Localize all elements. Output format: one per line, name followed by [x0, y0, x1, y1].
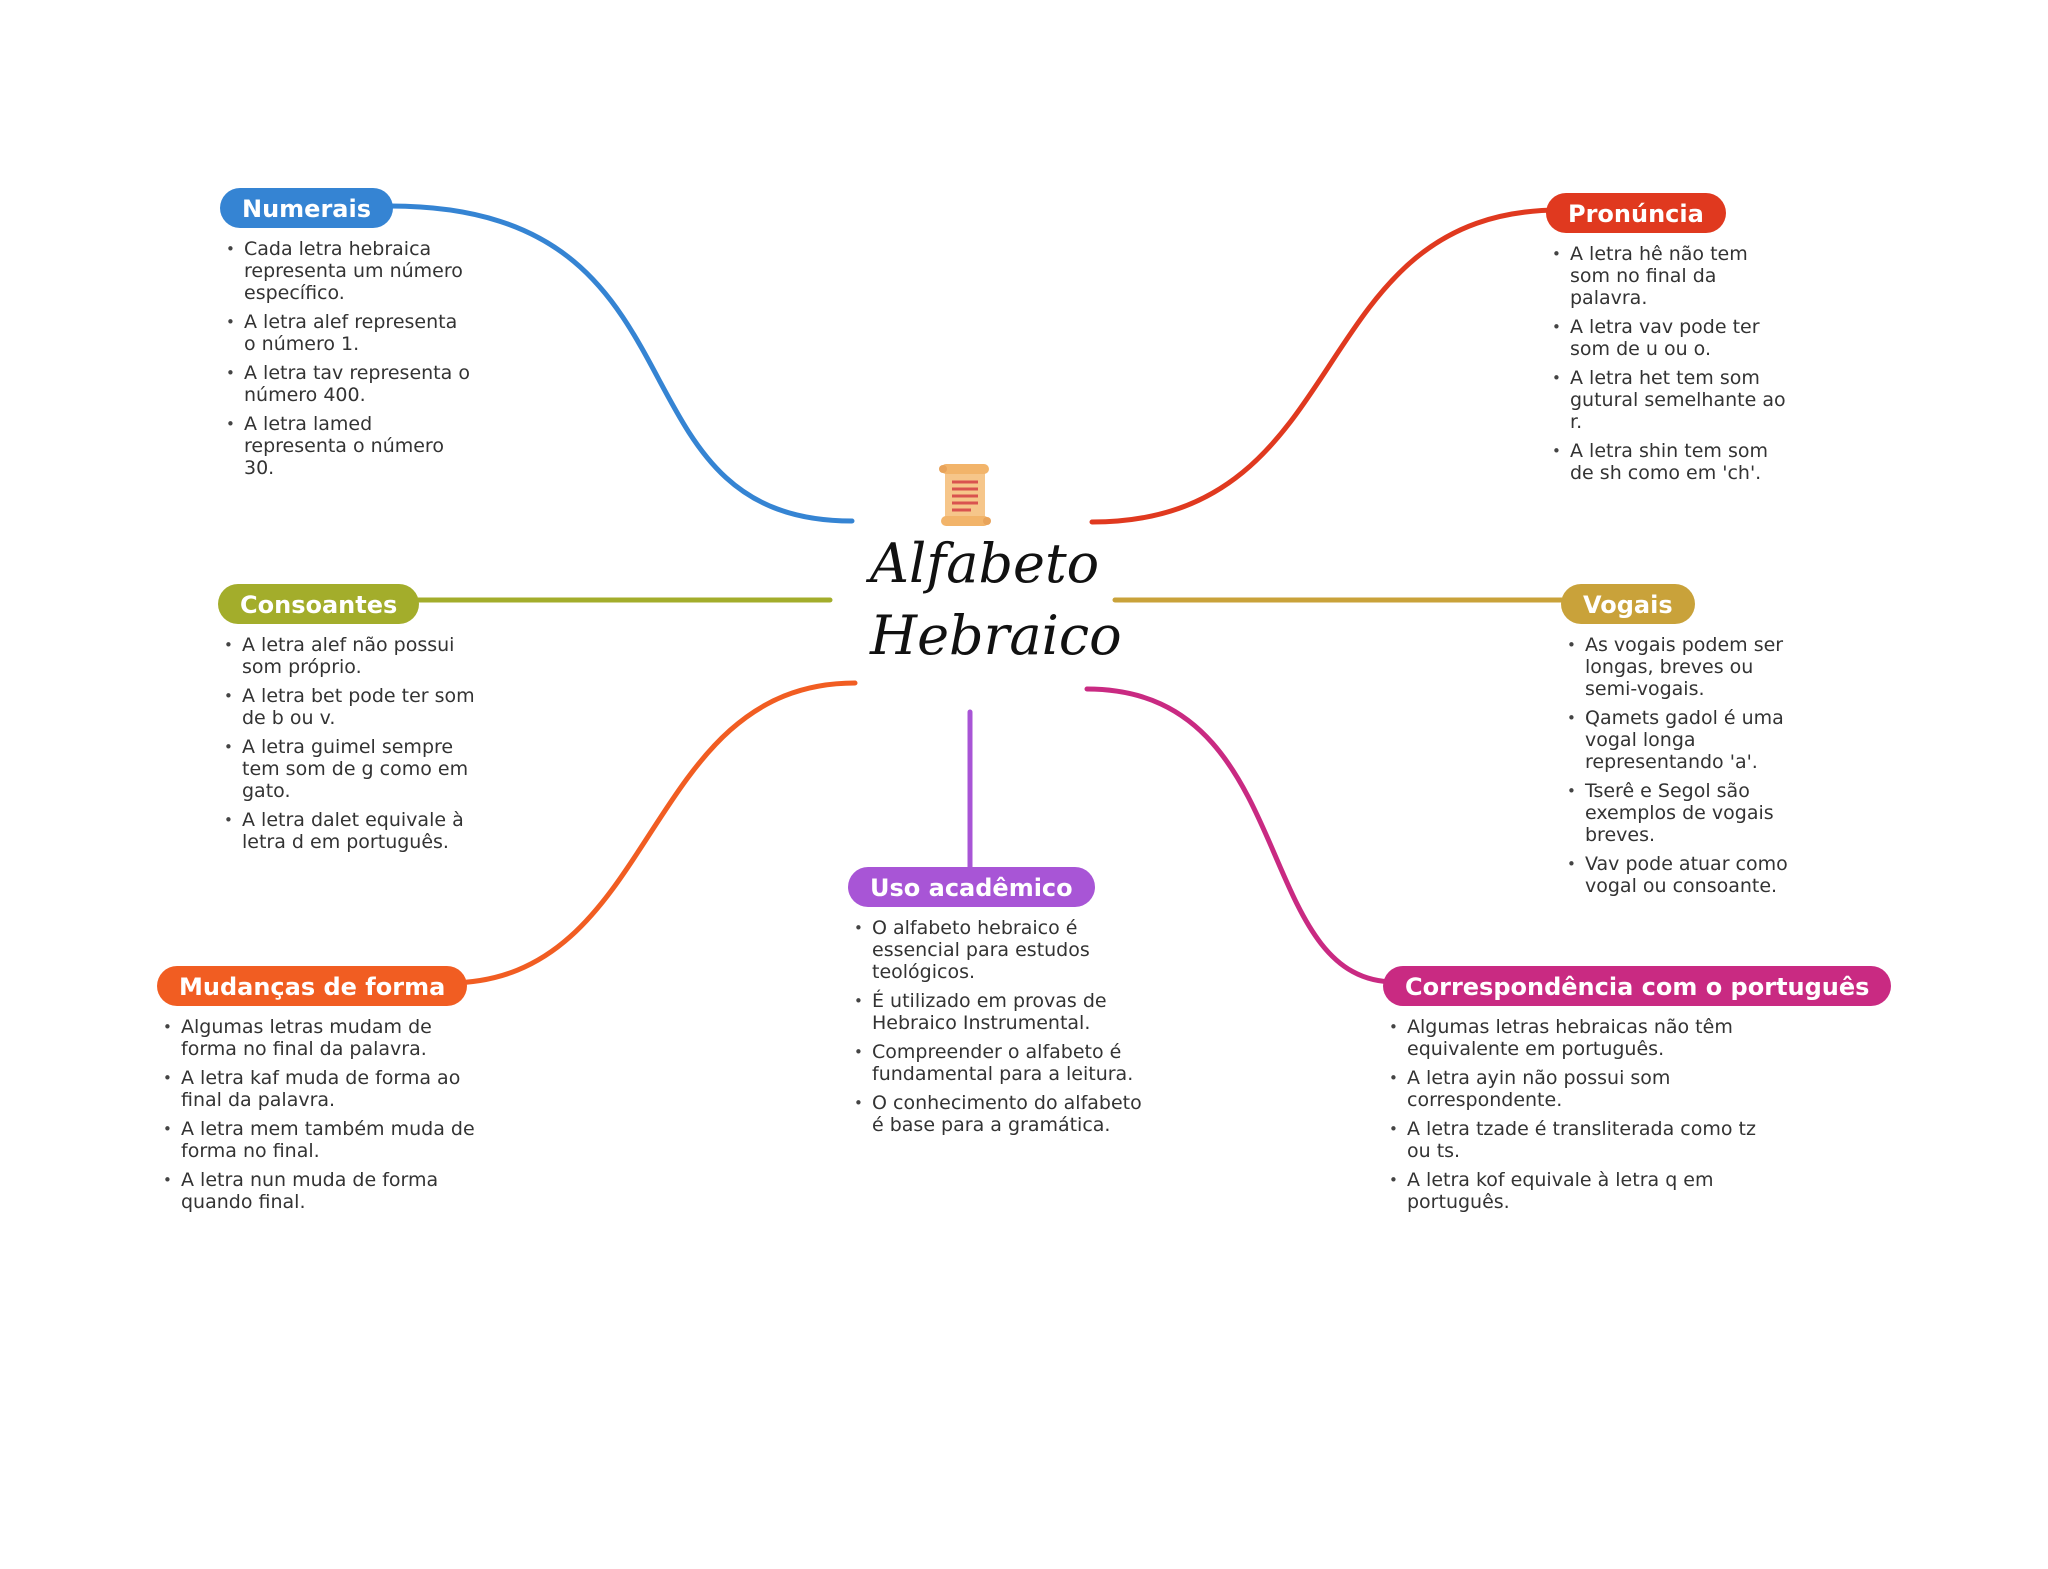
connector-mudancas	[445, 680, 858, 986]
central-topic-line1: Alfabeto	[870, 532, 1100, 595]
branch-numerais: Numerais Cada letra hebraica representa …	[220, 188, 500, 486]
notes-consoantes: A letra alef não possui som próprio. A le…	[218, 634, 490, 853]
note-item: É utilizado em provas de Hebraico Instru…	[848, 990, 1158, 1034]
note-item: Qamets gadol é uma vogal longa represent…	[1561, 707, 1801, 773]
note-item: A letra dalet equivale à letra d em port…	[218, 809, 490, 853]
branch-uso-academico: Uso acadêmico O alfabeto hebraico é esse…	[848, 867, 1168, 1143]
note-item: A letra het tem som gutural semelhante a…	[1546, 367, 1786, 433]
topic-vogais[interactable]: Vogais	[1561, 584, 1695, 624]
note-item: Algumas letras hebraicas não têm equival…	[1383, 1016, 1783, 1060]
note-item: A letra kof equivale à letra q em portug…	[1383, 1169, 1783, 1213]
branch-consoantes: Consoantes A letra alef não possui som p…	[218, 584, 508, 860]
note-item: As vogais podem ser longas, breves ou se…	[1561, 634, 1801, 700]
topic-pronuncia[interactable]: Pronúncia	[1546, 193, 1726, 233]
note-item: A letra alef não possui som próprio.	[218, 634, 490, 678]
note-item: Cada letra hebraica representa um número…	[220, 238, 470, 304]
branch-vogais: Vogais As vogais podem ser longas, breve…	[1561, 584, 1811, 904]
central-topic: Alfabeto Hebraico	[870, 528, 1122, 672]
note-item: A letra lamed representa o número 30.	[220, 413, 470, 479]
note-item: O alfabeto hebraico é essencial para est…	[848, 917, 1158, 983]
notes-numerais: Cada letra hebraica representa um número…	[220, 238, 470, 479]
notes-pronuncia: A letra hê não tem som no final da palav…	[1546, 243, 1786, 484]
topic-correspondencia-com-o-portugues[interactable]: Correspondência com o português	[1383, 966, 1892, 1006]
note-item: A letra alef representa o número 1.	[220, 311, 470, 355]
notes-vogais: As vogais podem ser longas, breves ou se…	[1561, 634, 1801, 897]
notes-mudancas-de-forma: Algumas letras mudam de forma no final d…	[157, 1016, 492, 1213]
notes-uso-academico: O alfabeto hebraico é essencial para est…	[848, 917, 1158, 1136]
topic-consoantes[interactable]: Consoantes	[218, 584, 420, 624]
note-item: A letra shin tem som de sh como em 'ch'.	[1546, 440, 1786, 484]
note-item: A letra nun muda de forma quando final.	[157, 1169, 492, 1213]
note-item: Algumas letras mudam de forma no final d…	[157, 1016, 492, 1060]
connector-correspondencia	[1084, 686, 1398, 985]
branch-pronuncia: Pronúncia A letra hê não tem som no fina…	[1546, 193, 1796, 491]
connector-numerais	[387, 203, 855, 524]
note-item: A letra guimel sempre tem som de g como …	[218, 736, 490, 802]
connector-pronuncia	[1089, 207, 1563, 525]
branch-mudancas: Mudanças de forma Algumas letras mudam d…	[157, 966, 497, 1220]
note-item: O conhecimento do alfabeto é base para a…	[848, 1092, 1158, 1136]
central-topic-line2: Hebraico	[870, 604, 1122, 667]
note-item: Vav pode atuar como vogal ou consoante.	[1561, 853, 1801, 897]
note-item: A letra mem também muda de forma no fina…	[157, 1118, 492, 1162]
note-item: A letra hê não tem som no final da palav…	[1546, 243, 1786, 309]
note-item: A letra kaf muda de forma ao final da pa…	[157, 1067, 492, 1111]
note-item: A letra ayin não possui som corresponden…	[1383, 1067, 1783, 1111]
note-item: Compreender o alfabeto é fundamental par…	[848, 1041, 1158, 1085]
branch-correspondencia: Correspondência com o português Algumas …	[1383, 966, 1903, 1220]
note-item: A letra tzade é transliterada como tz ou…	[1383, 1118, 1783, 1162]
topic-uso-academico[interactable]: Uso acadêmico	[848, 867, 1095, 907]
note-item: Tserê e Segol são exemplos de vogais bre…	[1561, 780, 1801, 846]
scroll-icon	[939, 464, 991, 526]
note-item: A letra vav pode ter som de u ou o.	[1546, 316, 1786, 360]
note-item: A letra tav representa o número 400.	[220, 362, 470, 406]
notes-correspondencia: Algumas letras hebraicas não têm equival…	[1383, 1016, 1783, 1213]
topic-mudancas-de-forma[interactable]: Mudanças de forma	[157, 966, 468, 1006]
note-item: A letra bet pode ter som de b ou v.	[218, 685, 490, 729]
topic-numerais[interactable]: Numerais	[220, 188, 393, 228]
